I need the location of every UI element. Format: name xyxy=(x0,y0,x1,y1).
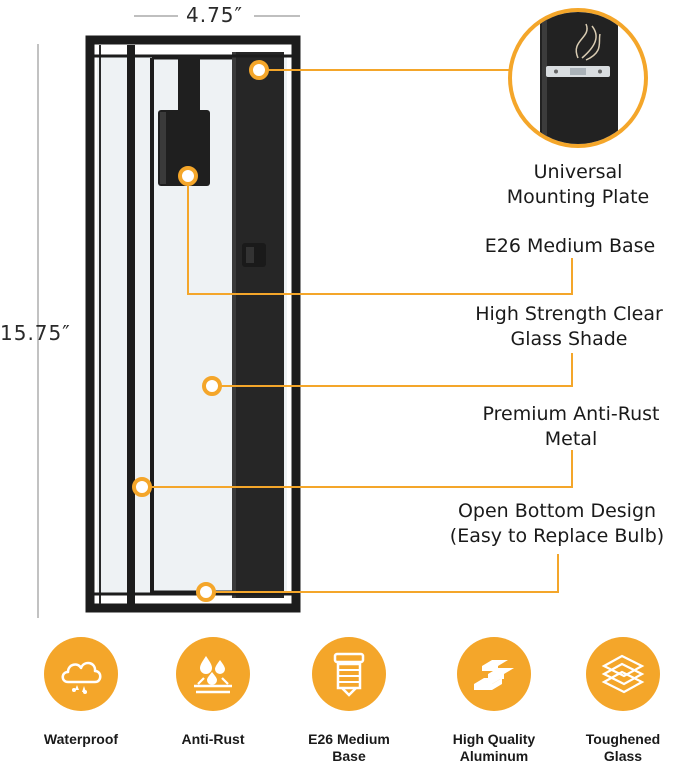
callout-glass-shade: High Strength Clear Glass Shade xyxy=(460,302,678,352)
lamp-illustration xyxy=(37,8,648,618)
callout-bottom-line2: (Easy to Replace Bulb) xyxy=(449,525,665,547)
callout-mounting-line1: Universal xyxy=(533,161,623,183)
mounting-plate-inset xyxy=(508,8,648,148)
callout-base-line1: E26 Medium Base xyxy=(484,235,656,257)
feature-toughened-glass: Toughened Glass xyxy=(568,637,678,765)
socket-stem xyxy=(178,56,200,112)
back-plate xyxy=(232,52,284,598)
width-dimension-label: 4.75″ xyxy=(186,3,244,27)
e26-socket xyxy=(158,110,210,186)
aluminum-bars-icon xyxy=(457,637,531,711)
feature-e26-line1: E26 Medium xyxy=(308,731,390,747)
lamp-frame xyxy=(85,35,301,613)
anti-rust-drops-icon xyxy=(176,637,250,711)
callout-metal-line1: Premium Anti-Rust xyxy=(482,403,660,425)
feature-aluminum-line1: High Quality xyxy=(452,731,536,747)
glass-panes-icon xyxy=(586,637,660,711)
feature-waterproof-line1: Waterproof xyxy=(43,731,119,747)
feature-glass-line1: Toughened xyxy=(585,731,661,747)
callout-mounting-plate: Universal Mounting Plate xyxy=(480,160,676,210)
callout-e26-base: E26 Medium Base xyxy=(470,234,670,259)
feature-waterproof: Waterproof xyxy=(26,637,136,748)
feature-e26-base: E26 Medium Base xyxy=(294,637,404,765)
feature-waterproof-label: Waterproof xyxy=(26,731,136,748)
callout-mounting-line2: Mounting Plate xyxy=(506,186,650,208)
feature-e26-line2: Base xyxy=(332,748,366,764)
callout-glass-line2: Glass Shade xyxy=(510,328,628,350)
feature-anti-rust-label: Anti-Rust xyxy=(158,731,268,748)
callout-glass-line1: High Strength Clear xyxy=(475,303,663,325)
feature-aluminum: High Quality Aluminum xyxy=(439,637,549,765)
feature-anti-rust: Anti-Rust xyxy=(158,637,268,748)
feature-anti-rust-line1: Anti-Rust xyxy=(181,731,245,747)
callout-anti-rust-metal: Premium Anti-Rust Metal xyxy=(466,402,676,452)
feature-glass-line2: Glass xyxy=(603,748,643,764)
callout-leader-lines xyxy=(142,69,573,593)
callout-dots xyxy=(132,60,269,602)
callout-bottom-line1: Open Bottom Design xyxy=(457,500,657,522)
bulb-base-icon xyxy=(312,637,386,711)
callout-open-bottom: Open Bottom Design (Easy to Replace Bulb… xyxy=(436,499,678,549)
height-dimension-label: 15.75″ xyxy=(0,321,71,345)
feature-aluminum-line2: Aluminum xyxy=(459,748,529,764)
cloud-waterproof-icon xyxy=(44,637,118,711)
callout-metal-line2: Metal xyxy=(544,428,598,450)
